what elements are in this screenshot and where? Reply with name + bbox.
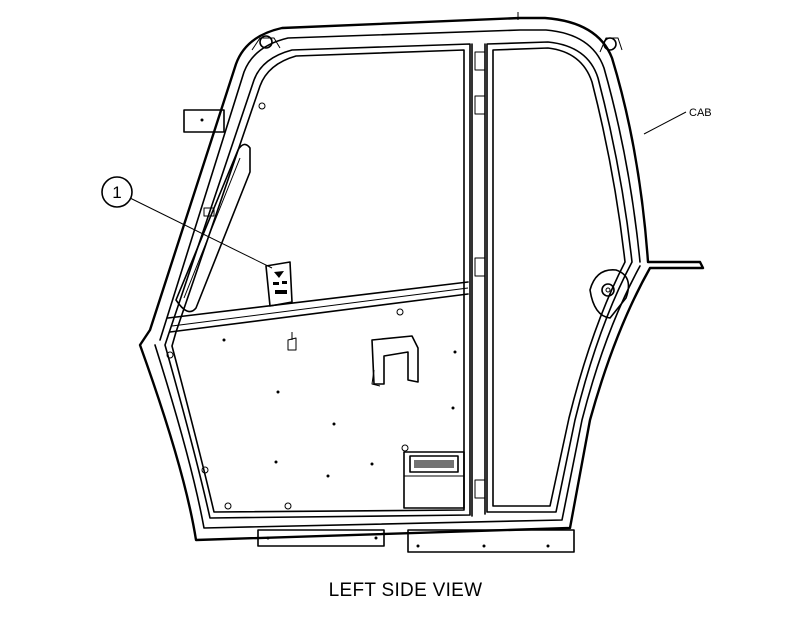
callout-leader bbox=[129, 111, 687, 269]
door-belt-rail bbox=[167, 281, 469, 333]
grab-handle bbox=[175, 143, 251, 313]
bottom-mount-plates bbox=[257, 529, 575, 553]
door-hinges bbox=[474, 51, 486, 499]
callout-bubble-1: 1 bbox=[101, 176, 133, 208]
warning-decal bbox=[265, 261, 293, 307]
mounting-bracket-left bbox=[183, 109, 225, 133]
view-title: LEFT SIDE VIEW bbox=[328, 580, 483, 601]
lifting-eyes bbox=[251, 12, 623, 53]
callout-number: 1 bbox=[112, 183, 121, 202]
fasteners bbox=[166, 102, 457, 510]
door-window-frame bbox=[164, 41, 633, 519]
door-latch-mechanism bbox=[287, 332, 419, 387]
cab-label: CAB bbox=[689, 107, 712, 119]
lower-control-panel bbox=[403, 451, 465, 509]
pivot-mount bbox=[589, 269, 630, 319]
